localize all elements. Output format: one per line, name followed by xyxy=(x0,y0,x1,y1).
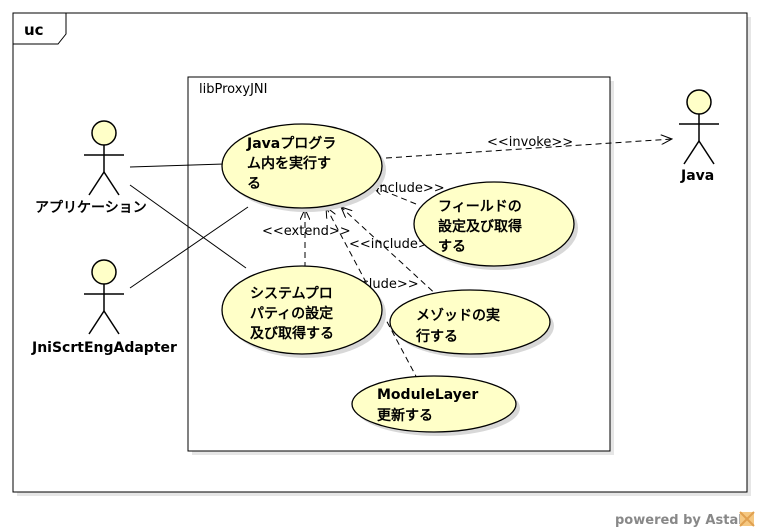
actor-app-label: アプリケーション xyxy=(35,200,147,216)
usecase-sysprop-line3: 及び取得する xyxy=(250,325,334,342)
include-field-dependency xyxy=(372,186,417,205)
astah-watermark: powered by Astah xyxy=(615,511,755,528)
usecase-field-line3: する xyxy=(438,239,466,255)
actor-java-label: Java xyxy=(680,168,714,184)
usecase-run-java: Javaプログラ ム内を実行す る xyxy=(221,123,386,212)
astah-logo-mark xyxy=(739,511,755,527)
frame-tab xyxy=(12,12,67,45)
usecase-sysprop-line1: システムプロ xyxy=(250,286,333,302)
system-name: libProxyJNI xyxy=(199,82,267,97)
actor-adapter-label: JniScrtEngAdapter xyxy=(31,340,177,356)
usecase-field-line1: フィールドの xyxy=(438,199,522,215)
association-app-sysprop xyxy=(129,184,247,269)
usecase-run-line1: Javaプログラ xyxy=(246,135,336,152)
usecase-system-property: システムプロ パティの設定 及び取得する xyxy=(221,265,386,358)
usecase-field: フィールドの 設定及び取得 する xyxy=(413,181,578,270)
frame-label: uc xyxy=(24,21,44,39)
usecase-method-line1: メゾッドの実 xyxy=(416,307,500,324)
usecase-field-line2: 設定及び取得 xyxy=(438,218,522,235)
actor-java: Java xyxy=(679,89,719,184)
watermark-text: powered by Astah xyxy=(615,513,747,528)
usecase-module-layer: ModuleLayer 更新する xyxy=(351,375,520,436)
usecase-method-line2: 行する xyxy=(415,328,458,345)
usecase-run-line2: ム内を実行す xyxy=(247,155,331,172)
association-adapter-run xyxy=(129,206,249,289)
include-method-label: <<include>> xyxy=(349,237,440,252)
actor-application: アプリケーション xyxy=(35,120,147,216)
include-module-dependency xyxy=(326,207,419,381)
include-method-dependency xyxy=(341,207,441,299)
usecase-module-line2: 更新する xyxy=(377,407,433,424)
actor-app-head xyxy=(91,120,117,146)
invoke-dependency xyxy=(385,139,672,159)
usecase-module-line1: ModuleLayer xyxy=(377,387,478,403)
usecase-sysprop-line2: パティの設定 xyxy=(250,305,333,322)
usecase-method: メゾッドの実 行する xyxy=(389,289,554,358)
actor-jni-adapter: JniScrtEngAdapter xyxy=(31,259,177,356)
invoke-label: <<invoke>> xyxy=(487,135,573,150)
usecase-run-line3: る xyxy=(247,176,261,192)
actor-adapter-head xyxy=(91,259,117,285)
association-app-run xyxy=(129,163,225,168)
extend-label: <<extend>> xyxy=(262,224,351,239)
actor-java-head xyxy=(686,89,712,115)
